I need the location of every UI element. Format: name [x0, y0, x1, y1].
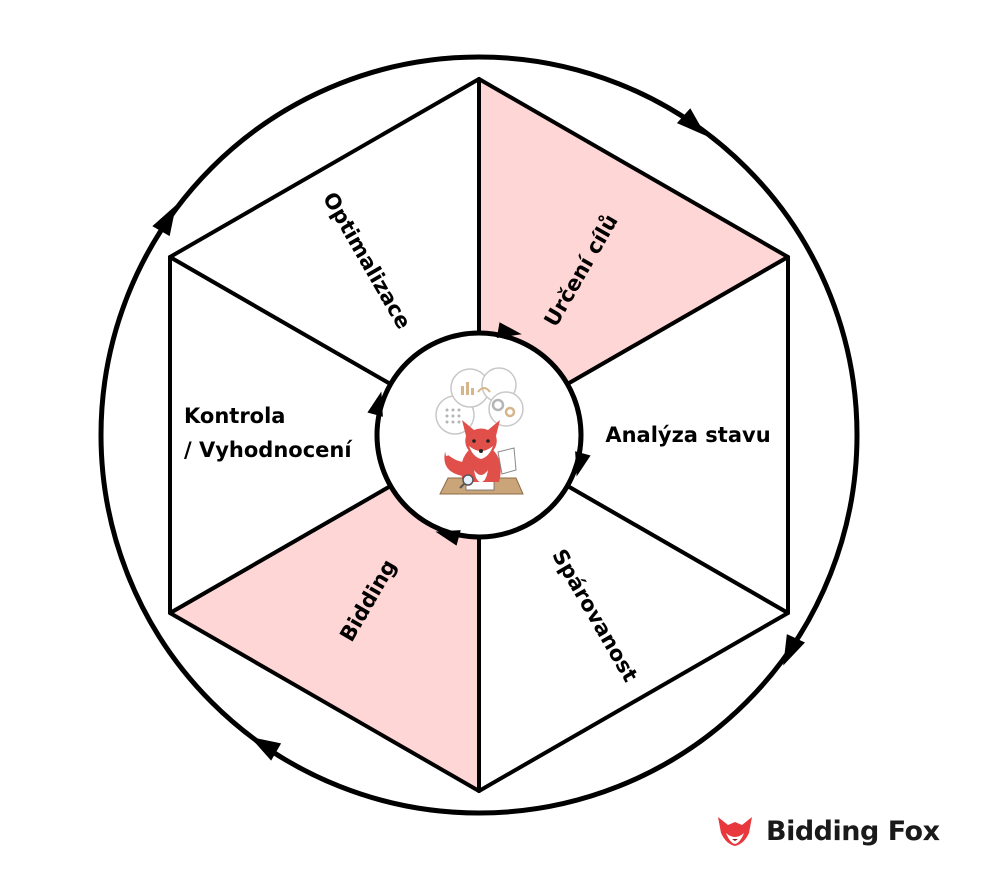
- inner-arrow-icon: [367, 391, 383, 417]
- outer-arrow-icon: [783, 634, 805, 666]
- outer-cycle-ring: [98, 54, 860, 816]
- segment-optimalizace: [168, 77, 481, 437]
- segment-label-vyhodnoceni: / Vyhodnocení: [184, 438, 353, 462]
- brand-name: Bidding Fox: [766, 815, 940, 847]
- inner-arrow-icon: [575, 451, 591, 477]
- fox-logo-icon: [718, 817, 752, 846]
- brand-logo: Bidding Fox: [716, 811, 940, 851]
- outer-arrow-icon: [676, 108, 706, 136]
- outer-arrow-icon: [152, 205, 176, 237]
- segment-label-analyza-stavu: Analýza stavu: [605, 423, 770, 447]
- fox-analyst-icon: [435, 367, 524, 495]
- inner-arrow-icon: [435, 530, 461, 546]
- outer-arrow-icon: [250, 737, 282, 761]
- inner-arrow-icon: [496, 322, 522, 338]
- segment-label-kontrola: Kontrola: [184, 404, 285, 428]
